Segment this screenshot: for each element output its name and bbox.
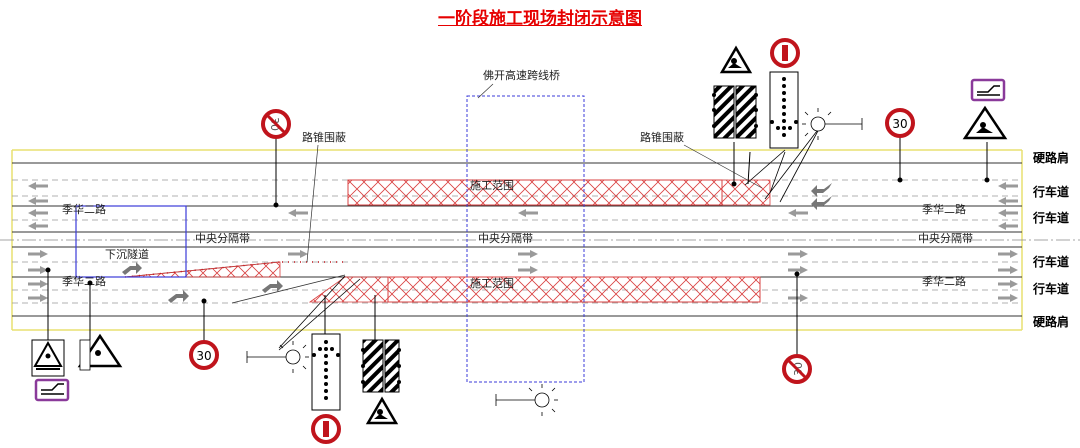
lower-lane-arrows [28,250,1018,302]
arrow-left [28,209,48,217]
arrow-right [788,294,808,302]
median-label-right: 中央分隔带 [918,232,973,245]
tunnel-label: 下沉隧道 [105,247,149,261]
construction-warning-sign-bottom [365,396,399,425]
no-entry-sign-bottom [311,414,341,444]
right-label-lane-1: 行车道 [1032,184,1069,199]
right-label-shoulder-top: 硬路肩 [1033,150,1069,165]
merge-arrow-left [811,196,832,210]
speed-limit-sign-bottom: 30 [189,340,219,370]
bridge-box [466,95,585,383]
road-name-upper-left: 季华二路 [62,202,106,216]
median-label-left: 中央分隔带 [195,232,250,245]
speed-limit-sign-top: 30 [885,108,915,138]
arrow-left [28,182,48,190]
work-zone-upper [347,179,723,206]
arrow-left [288,209,308,217]
right-label-lane-4: 行车道 [1032,281,1069,296]
construction-warning-sign-top [719,45,753,74]
cone-leader-left [306,144,319,263]
arrow-board-bottom [311,333,341,411]
arrow-left [998,197,1018,205]
merge-arrows [122,183,832,303]
arrow-right [28,266,48,274]
arrow-right [518,250,538,258]
arrow-right [998,250,1018,258]
bridge-leader [477,83,494,99]
barricade-bottom [361,339,401,393]
lane-change-sign-top [970,78,1006,102]
upper-lane-arrows [28,182,1018,230]
no-entry-sign-top [770,38,800,68]
arrow-left [998,209,1018,217]
warning-lamp-bridge [495,384,558,416]
cone-leader-right [683,144,763,189]
warning-lamp-bottom [246,341,309,373]
diagram-title: 一阶段施工现场封闭示意图 [438,9,642,29]
arrow-board-top [769,71,799,149]
median-label-center: 中央分隔带 [478,232,533,245]
arrow-left [28,222,48,230]
cone-label-left: 路锥围蔽 [302,131,346,144]
arrow-left [998,222,1018,230]
arrow-right [788,266,808,274]
merge-arrow-left [811,183,832,197]
arrow-left [28,197,48,205]
arrow-right [28,280,48,288]
right-label-lane-3: 行车道 [1032,254,1069,269]
road-name-upper-right: 季华二路 [922,202,966,216]
arrow-right [788,250,808,258]
end-speed-limit-sign-top: 30 [261,109,291,139]
sign-posts [45,134,990,356]
cone-label-right: 路锥围蔽 [640,131,684,144]
arrow-left [788,209,808,217]
arrow-right [998,294,1018,302]
arrow-right [998,266,1018,274]
arrow-right [518,266,538,274]
barricade-top [712,85,758,139]
speed-limit-value: 30 [196,349,211,363]
lane-change-sign-bottom [34,378,70,402]
arrow-left [518,209,538,217]
work-zone-lower-label: 施工范围 [470,276,514,290]
arrow-right [998,280,1018,288]
speed-limit-value: 30 [892,117,907,131]
merge-arrow-right [168,290,189,303]
light-leaders [278,126,821,351]
construction-warning-sign-right [962,105,1008,140]
bridge-label: 佛开高速跨线桥 [483,68,560,82]
right-label-shoulder-bottom: 硬路肩 [1033,314,1069,329]
construction-warning-sign-left2 [77,333,123,371]
ramp-line [231,274,346,304]
road-name-lower-left: 季华二路 [62,274,106,288]
construction-warning-sign-left [31,339,65,377]
work-zone-lower-taper [308,276,389,303]
tunnel-box [75,205,187,278]
merge-arrow-right [122,262,142,275]
work-zone-upper-label: 施工范围 [470,178,514,192]
arrow-right [288,250,308,258]
road-name-lower-right: 季华二路 [922,274,966,288]
right-label-lane-2: 行车道 [1032,210,1069,225]
arrow-left [998,182,1018,190]
arrow-right [28,294,48,302]
warning-lamp-top [802,108,863,140]
arrow-right [28,250,48,258]
cone-row [124,261,281,278]
merge-arrow-right [262,280,283,293]
end-speed-limit-sign-bottom: 30 [782,354,812,384]
work-zone-lower [387,276,761,303]
